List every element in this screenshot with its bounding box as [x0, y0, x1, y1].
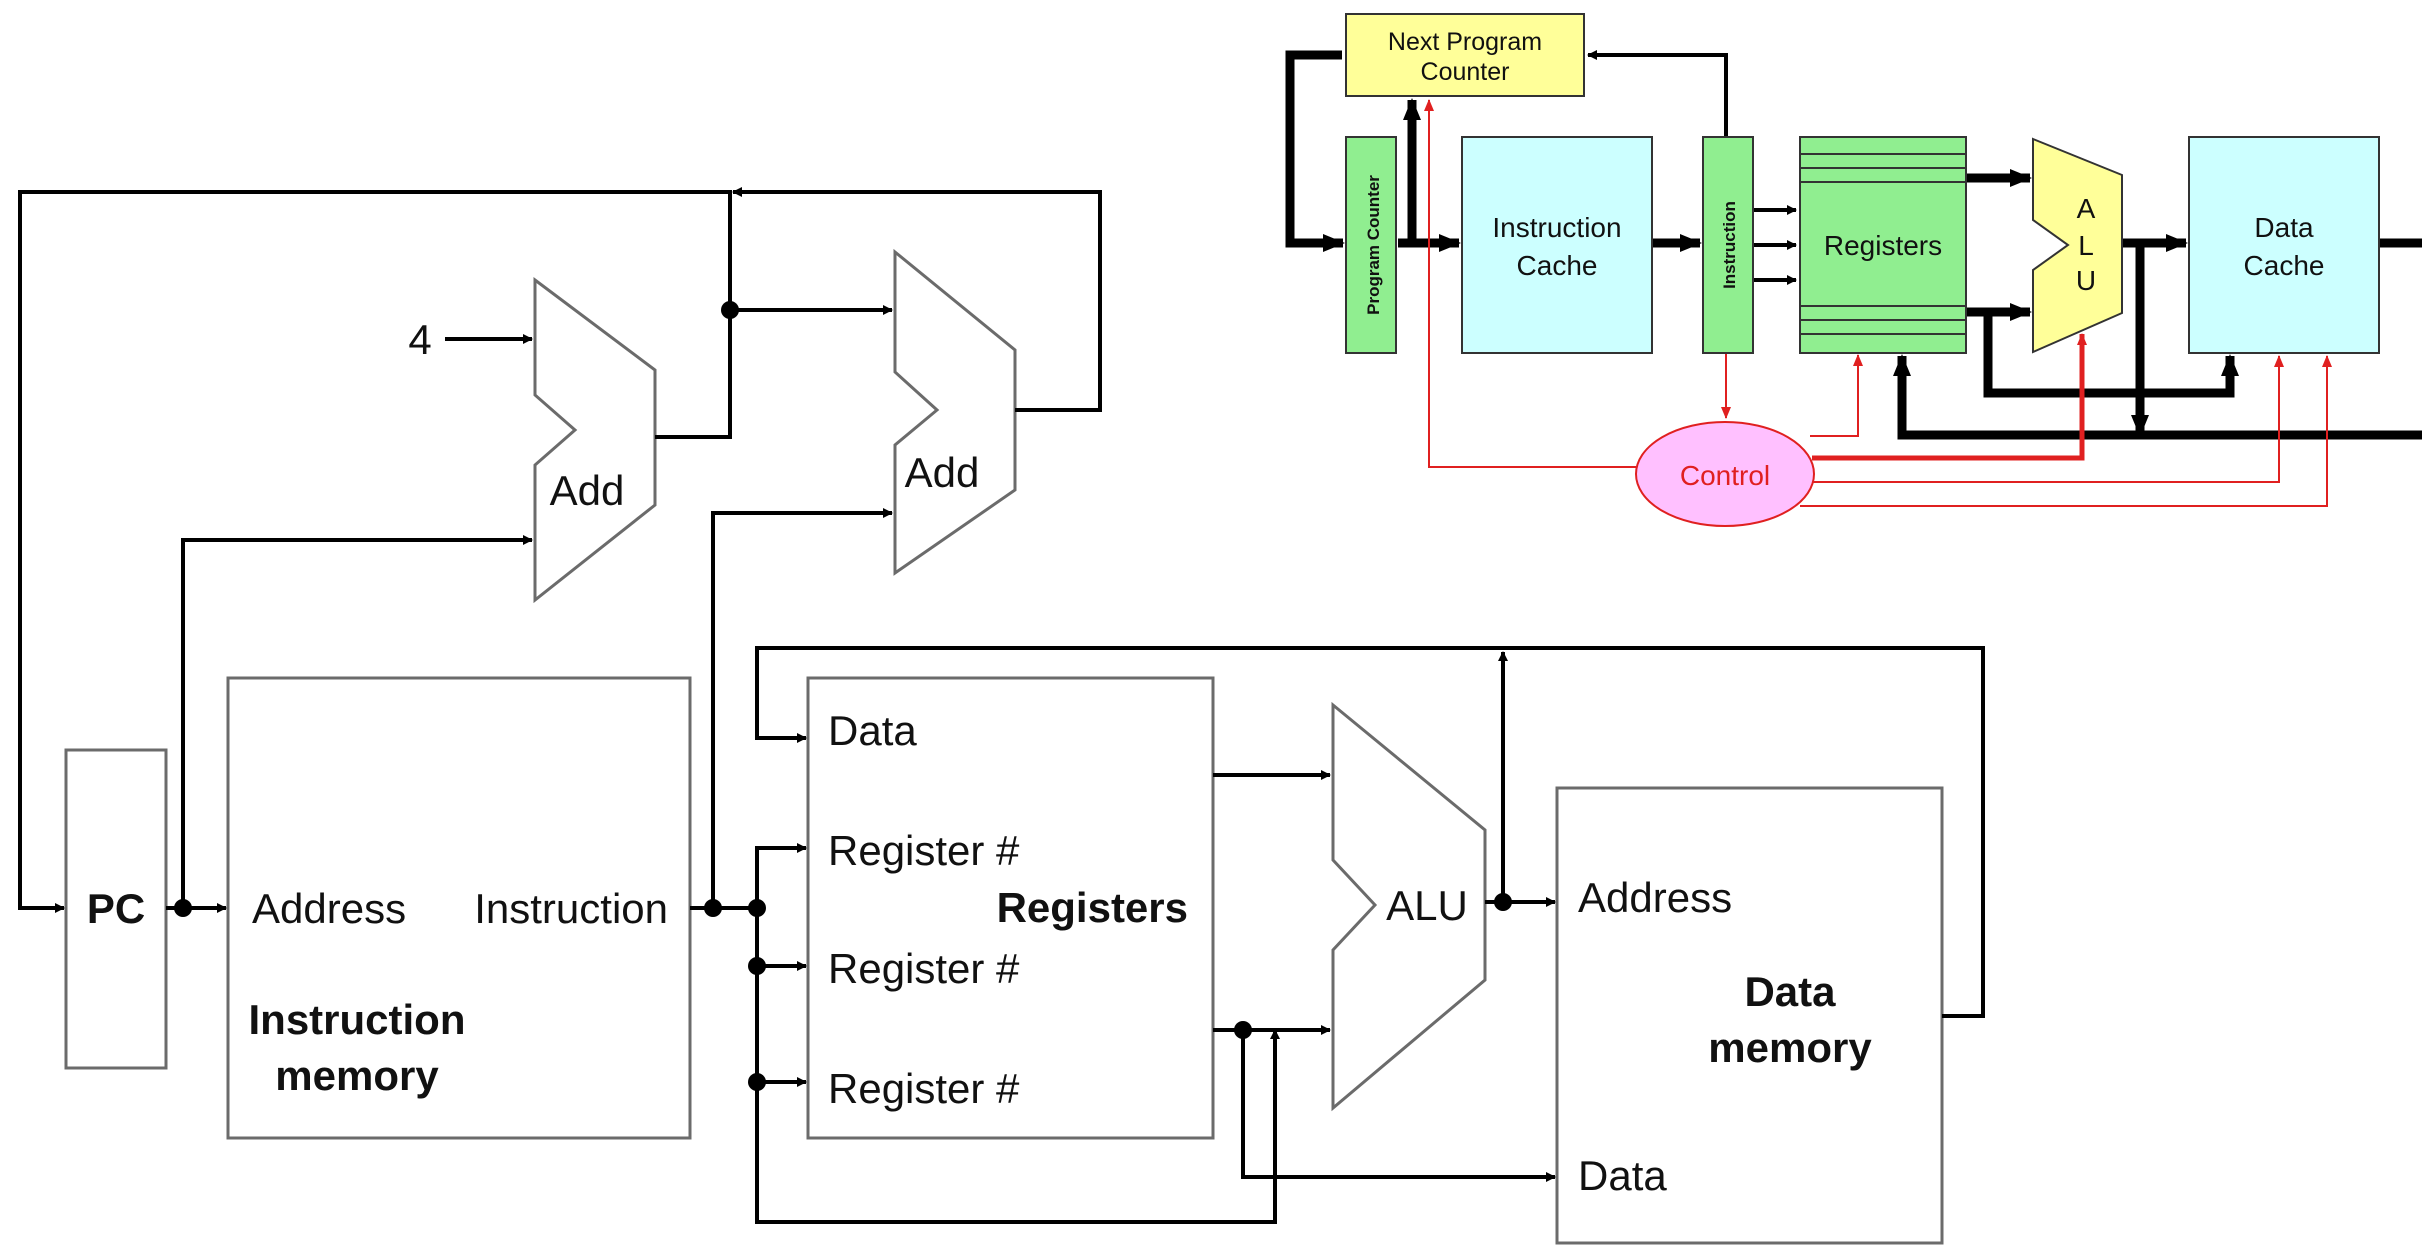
register-file: Data Register # Registers Register # Reg…	[806, 676, 1215, 1140]
bus-next-to-pc	[1285, 50, 1345, 252]
instr-green-box	[1702, 136, 1754, 354]
next-pc-line-1: Next Program	[1388, 28, 1542, 56]
icache-line-1: Instruction	[1492, 212, 1621, 243]
wire-adder1-to-pc	[18, 190, 732, 913]
ctrl-to-next-pc	[1424, 99, 1636, 468]
ctrl-to-dcache-2	[1800, 355, 2332, 507]
adder-2: Add	[893, 248, 1017, 576]
alu-letter-a: A	[2077, 193, 2096, 224]
constant-four: 4	[408, 316, 431, 363]
wire-writeback	[755, 646, 1985, 1018]
regs-title: Registers	[997, 884, 1188, 931]
data-cache: Data Cache	[2188, 136, 2380, 354]
adder-2-shape	[893, 248, 1017, 576]
alu-label: ALU	[1386, 882, 1468, 929]
dmem-title-2: memory	[1708, 1024, 1872, 1071]
wire-instr-reg1	[755, 843, 807, 1082]
wire-reg-to-dmem-data	[1241, 1030, 1556, 1182]
dmem-data: Data	[1578, 1152, 1667, 1199]
alu-letter-u: U	[2076, 265, 2096, 296]
junction	[1494, 893, 1512, 911]
junction	[748, 1073, 766, 1091]
left-wires	[18, 187, 1985, 1224]
right-pipeline: Next Program Counter Program Counter Ins…	[1285, 13, 2422, 527]
bus-writeback	[1893, 354, 2422, 440]
adder-1-label: Add	[550, 467, 625, 514]
instruction-register: Instruction	[1702, 136, 1754, 354]
wire-instr-to-adder2	[711, 508, 893, 908]
program-counter: Program Counter	[1345, 136, 1397, 354]
reg-data: Data	[828, 707, 917, 754]
dcache-line-1: Data	[2254, 212, 2314, 243]
adder-2-label: Add	[905, 449, 980, 496]
control-wires	[1424, 99, 2332, 507]
junction	[174, 899, 192, 917]
left-datapath: Add Add 4 PC Address Instruction Instruc…	[18, 187, 1985, 1245]
adder-1: Add	[533, 277, 657, 604]
pc-register: PC	[64, 748, 168, 1070]
icache-line-2: Cache	[1517, 250, 1598, 281]
adder-1-shape	[533, 277, 657, 604]
program-counter-label: Program Counter	[1364, 175, 1383, 315]
junction	[1234, 1021, 1252, 1039]
pc-label: PC	[87, 885, 145, 932]
dmem-address: Address	[1578, 874, 1732, 921]
alu-shape	[1331, 701, 1487, 1112]
registers-box	[1799, 136, 1967, 354]
wire-instr-to-next	[1587, 50, 1728, 136]
dmem-title-1: Data	[1744, 968, 1836, 1015]
control-unit: Control	[1635, 421, 1815, 527]
imem-title-2: memory	[275, 1052, 439, 1099]
alu-letter-l: L	[2078, 230, 2094, 261]
junction	[721, 301, 739, 319]
instruction-label: Instruction	[1720, 201, 1739, 289]
ctrl-to-dcache-1	[1812, 355, 2284, 483]
instruction-memory: Address Instruction Instruction memory	[226, 676, 692, 1140]
alu-yellow-shape	[2032, 137, 2123, 354]
imem-address: Address	[252, 885, 406, 932]
reg-num-2: Register #	[828, 945, 1020, 992]
next-pc-box	[1345, 13, 1585, 97]
junction	[748, 899, 766, 917]
regs-box	[806, 676, 1215, 1140]
registers-label: Registers	[1824, 230, 1942, 261]
wire-instr-to-mux	[755, 1029, 1280, 1224]
data-memory: Address Data memory Data	[1555, 786, 1944, 1245]
ctrl-to-alu	[1812, 333, 2087, 461]
imem-instruction: Instruction	[474, 885, 668, 932]
control-label: Control	[1680, 460, 1770, 491]
alu: ALU	[1331, 701, 1487, 1112]
imem-title-1: Instruction	[249, 996, 466, 1043]
pc-green-box	[1345, 136, 1397, 354]
icache-box	[1461, 136, 1653, 354]
left-junctions	[174, 301, 1512, 1091]
alu-block: A L U	[2032, 137, 2123, 354]
ctrl-to-registers	[1810, 354, 1863, 437]
wire-adder2-back	[732, 187, 1102, 412]
dcache-box	[2188, 136, 2380, 354]
wire-pc-to-adder1	[181, 535, 533, 908]
junction	[748, 957, 766, 975]
registers-block: Registers	[1799, 136, 1967, 354]
bus-reg-to-dcache	[1983, 312, 2239, 398]
reg-num-1: Register #	[828, 827, 1020, 874]
junction	[704, 899, 722, 917]
next-pc-line-2: Counter	[1421, 58, 1510, 86]
next-program-counter: Next Program Counter	[1345, 13, 1585, 97]
control-ellipse	[1635, 421, 1815, 527]
reg-num-3: Register #	[828, 1065, 1020, 1112]
dcache-line-2: Cache	[2244, 250, 2325, 281]
register-stripes	[1800, 153, 1966, 335]
instruction-cache: Instruction Cache	[1461, 136, 1653, 354]
